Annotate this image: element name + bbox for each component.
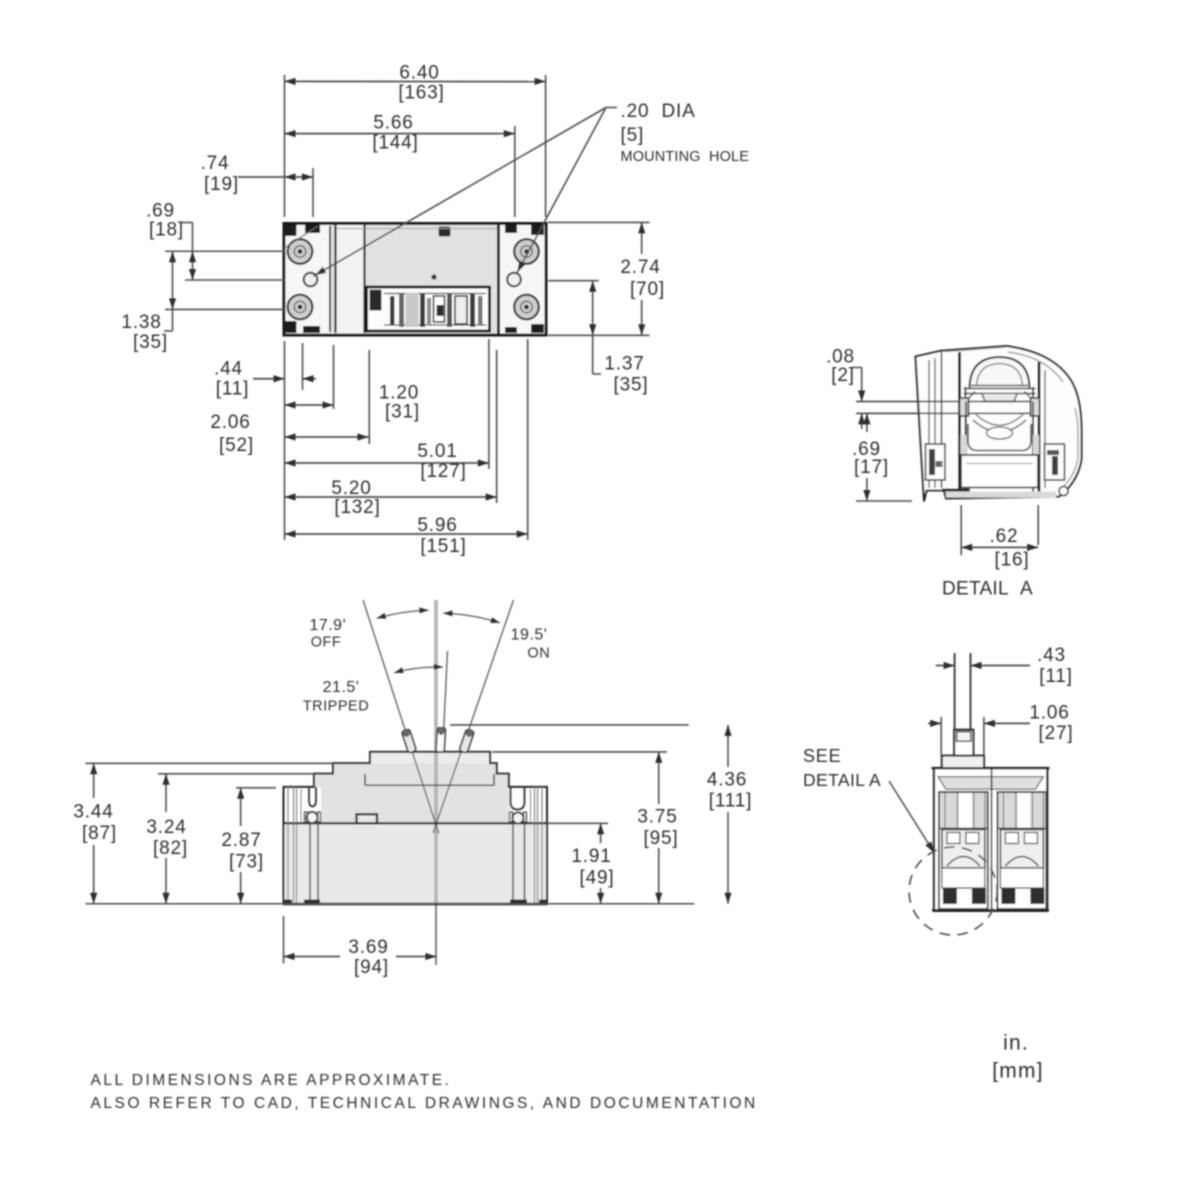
svg-text:[95]: [95] (644, 828, 679, 849)
svg-text:1.06: 1.06 (1029, 703, 1069, 724)
svg-text:TRIPPED: TRIPPED (303, 698, 369, 714)
svg-text:[31]: [31] (385, 402, 420, 423)
svg-text:DETAIL A: DETAIL A (803, 770, 881, 790)
svg-text:5.66: 5.66 (373, 113, 413, 134)
svg-text:[18]: [18] (149, 220, 184, 241)
svg-text:1.20: 1.20 (379, 383, 419, 404)
svg-text:5.20: 5.20 (331, 478, 371, 499)
svg-text:21.5': 21.5' (323, 679, 360, 696)
svg-text:[5]: [5] (621, 125, 645, 146)
svg-text:[87]: [87] (82, 823, 117, 844)
svg-text:[49]: [49] (580, 868, 615, 889)
svg-text:OFF: OFF (311, 634, 342, 650)
svg-text:in.: in. (1003, 1031, 1029, 1054)
svg-text:5.01: 5.01 (417, 441, 457, 462)
svg-text:[17]: [17] (854, 457, 889, 478)
svg-text:.69: .69 (146, 201, 175, 222)
svg-text:.08: .08 (826, 347, 855, 368)
svg-text:DETAIL A: DETAIL A (942, 579, 1033, 600)
svg-text:[73]: [73] (229, 852, 264, 873)
svg-text:[11]: [11] (216, 379, 249, 400)
svg-text:[151]: [151] (420, 536, 466, 557)
svg-text:3.24: 3.24 (146, 817, 186, 838)
svg-text:2.06: 2.06 (210, 412, 250, 433)
svg-text:[16]: [16] (995, 550, 1030, 571)
svg-text:3.75: 3.75 (637, 807, 677, 828)
svg-text:[163]: [163] (398, 83, 444, 104)
svg-text:[2]: [2] (831, 365, 855, 386)
svg-text:.20 DIA: .20 DIA (621, 101, 696, 122)
svg-text:[127]: [127] (420, 461, 466, 482)
svg-text:6.40: 6.40 (399, 63, 439, 84)
svg-text:[132]: [132] (334, 497, 380, 518)
svg-text:ALL DIMENSIONS ARE APPROXIMATE: ALL DIMENSIONS ARE APPROXIMATE. (91, 1072, 452, 1089)
svg-text:.62: .62 (990, 526, 1019, 547)
svg-text:4.36: 4.36 (707, 770, 747, 791)
svg-text:1.37: 1.37 (604, 354, 644, 375)
svg-text:[111]: [111] (709, 791, 752, 812)
svg-text:[82]: [82] (153, 838, 188, 859)
svg-text:[11]: [11] (1039, 666, 1072, 687)
svg-text:[35]: [35] (133, 332, 168, 353)
svg-text:[94]: [94] (354, 957, 389, 978)
svg-text:.44: .44 (214, 359, 243, 380)
svg-text:[35]: [35] (614, 375, 649, 396)
svg-text:.74: .74 (201, 153, 230, 174)
svg-text:[70]: [70] (630, 279, 665, 300)
svg-text:1.91: 1.91 (571, 846, 611, 867)
svg-text:[52]: [52] (219, 435, 254, 456)
svg-text:ON: ON (527, 646, 550, 662)
svg-text:2.87: 2.87 (221, 830, 261, 851)
svg-text:[mm]: [mm] (992, 1059, 1043, 1082)
svg-text:SEE: SEE (803, 746, 841, 766)
svg-text:[19]: [19] (204, 174, 239, 195)
svg-text:2.74: 2.74 (620, 257, 660, 278)
svg-text:19.5': 19.5' (511, 627, 548, 644)
svg-text:1.38: 1.38 (121, 312, 161, 333)
svg-text:3.69: 3.69 (348, 937, 388, 958)
svg-text:3.44: 3.44 (73, 802, 113, 823)
svg-text:5.96: 5.96 (417, 515, 457, 536)
svg-text:.43: .43 (1037, 645, 1066, 666)
svg-text:ALSO REFER TO CAD, TECHNICAL D: ALSO REFER TO CAD, TECHNICAL DRAWINGS, A… (91, 1095, 758, 1112)
svg-text:MOUNTING HOLE: MOUNTING HOLE (621, 149, 750, 165)
svg-text:[144]: [144] (372, 133, 418, 154)
svg-text:17.9': 17.9' (309, 617, 346, 634)
svg-text:[27]: [27] (1039, 723, 1074, 744)
svg-text:.69: .69 (852, 439, 881, 460)
